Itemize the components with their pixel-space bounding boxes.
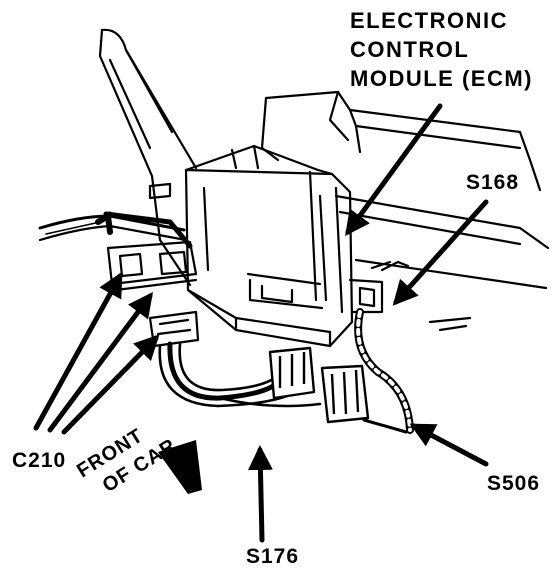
ecm-module <box>184 168 354 348</box>
mounting-panel <box>98 28 192 287</box>
wire-harness-main <box>158 341 322 408</box>
label-s176: S176 <box>246 545 300 568</box>
ecm-bracket <box>264 90 522 134</box>
label-ecm-line2: CONTROL <box>350 37 470 62</box>
arrow-s506 <box>409 423 489 467</box>
ecm-side-connector <box>348 278 384 314</box>
wire-bundle-left <box>38 211 193 249</box>
arrow-ecm <box>345 103 443 237</box>
label-s506: S506 <box>487 472 541 495</box>
label-ecm-line1: ELECTRONIC <box>350 8 508 33</box>
arrow-c210-1 <box>33 271 123 431</box>
label-ecm-line3: MODULE (ECM) <box>350 66 533 91</box>
label-c210: C210 <box>12 449 67 472</box>
front-of-car-arrow <box>158 440 202 494</box>
arrow-c210-2 <box>47 291 153 433</box>
label-ecm: ELECTRONIC CONTROL MODULE (ECM) <box>350 6 533 93</box>
floor-panel <box>334 194 550 250</box>
label-s168: S168 <box>466 171 520 194</box>
arrow-s176 <box>247 445 273 543</box>
connector-c210-lower <box>148 310 200 348</box>
arrow-s168 <box>392 199 489 306</box>
taped-harness-s506 <box>354 308 414 434</box>
arrow-c210-3 <box>61 334 160 435</box>
